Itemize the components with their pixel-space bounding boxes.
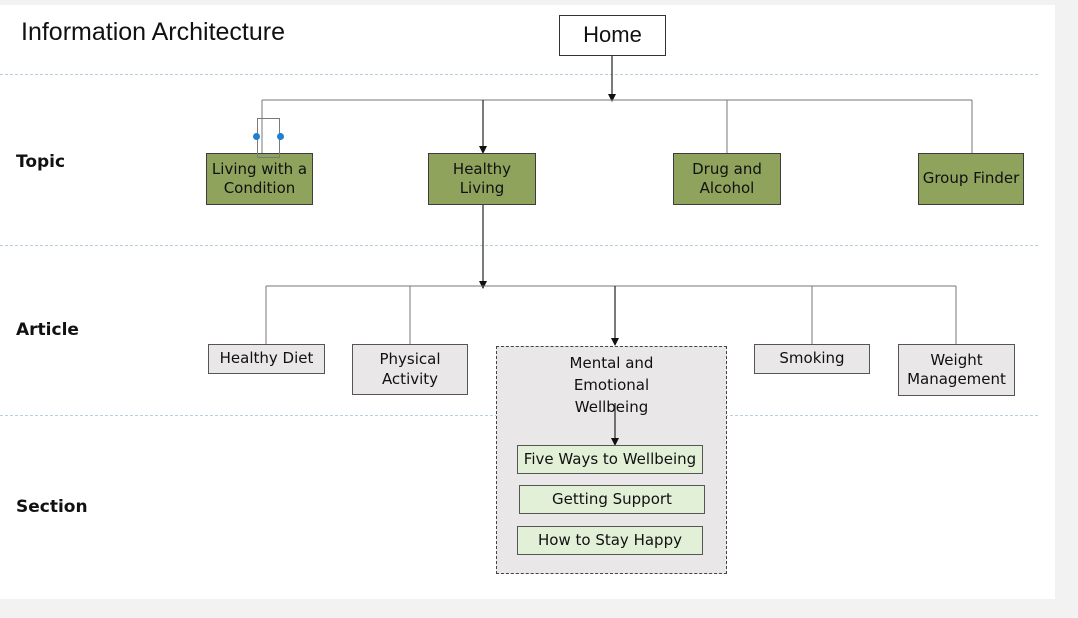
connector-mental-to-sections [611,403,619,446]
node-topic-healthy-living[interactable]: Healthy Living [428,153,536,205]
node-article-healthy-diet[interactable]: Healthy Diet [208,344,325,374]
selection-handle-right[interactable] [277,133,284,140]
row-label-section: Section [16,497,88,517]
node-section-getting-support[interactable]: Getting Support [519,485,705,514]
connector-lines [261,56,973,346]
node-topic-group-finder[interactable]: Group Finder [918,153,1024,205]
row-divider-top [0,74,1038,75]
node-article-physical-activity[interactable]: Physical Activity [352,344,468,395]
node-section-stay-happy[interactable]: How to Stay Happy [517,526,703,555]
diagram-title: Information Architecture [21,18,286,46]
selection-handle-left[interactable] [253,133,260,140]
node-article-weight-management[interactable]: Weight Management [898,344,1015,396]
row-label-article: Article [16,320,79,340]
row-label-topic: Topic [16,152,66,172]
mental-wellbeing-label: Mental and Emotional Wellbeing [569,354,654,416]
node-section-five-ways[interactable]: Five Ways to Wellbeing [517,445,703,474]
node-topic-drug-alcohol[interactable]: Drug and Alcohol [673,153,781,205]
node-topic-living-with-condition[interactable]: Living with a Condition [206,153,313,205]
diagram-canvas: Information Architecture Topic Article S… [0,5,1055,599]
row-divider-middle [0,245,1038,246]
node-home[interactable]: Home [559,15,666,56]
node-article-smoking[interactable]: Smoking [754,344,870,374]
